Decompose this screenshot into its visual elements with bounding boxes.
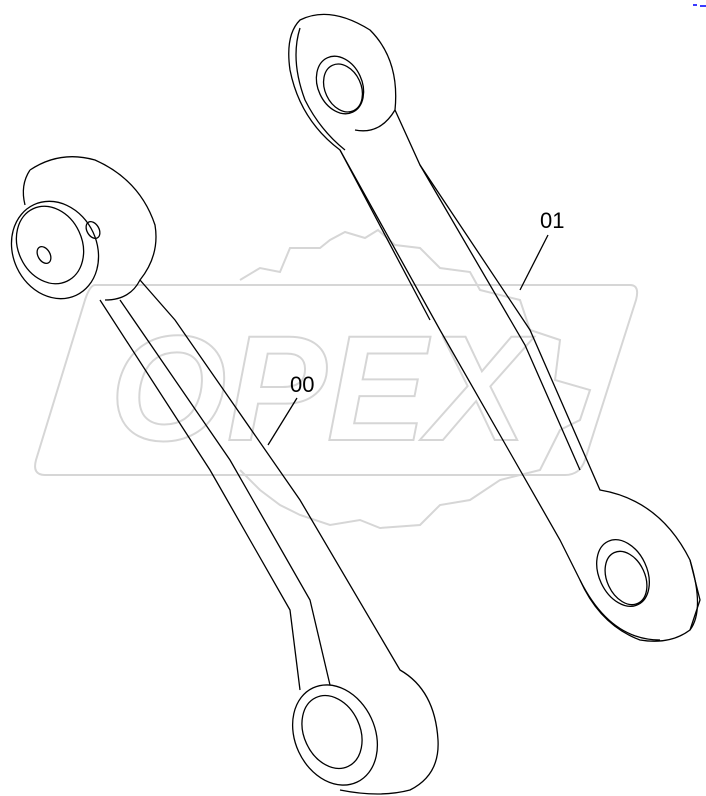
corner-mark <box>693 4 706 7</box>
part-label-01[interactable]: 01 <box>540 208 565 233</box>
watermark-text: OPEX <box>110 304 535 472</box>
watermark-gear <box>239 228 592 530</box>
part-label-00[interactable]: 00 <box>290 372 315 397</box>
watermark-logo: OPEX <box>34 228 639 530</box>
link-part-01 <box>288 13 701 642</box>
watermark-plate <box>34 284 639 476</box>
leader-line-01 <box>519 234 549 291</box>
link-part-00 <box>10 156 439 795</box>
leader-line-00 <box>267 397 298 446</box>
